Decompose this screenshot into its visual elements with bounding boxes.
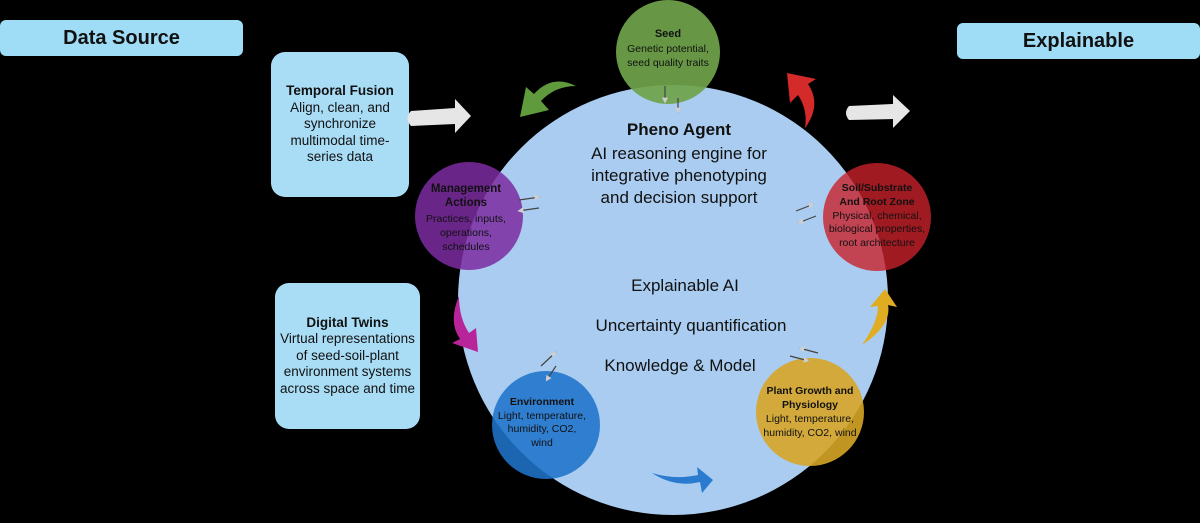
explainable-label: Explainable xyxy=(1022,29,1135,52)
environment-line: humidity, CO2, xyxy=(508,423,577,435)
capability-uncertainty: Uncertainty quantification xyxy=(596,316,787,335)
yellow-cycle-arrow-icon xyxy=(862,289,897,345)
red-cycle-arrow-icon xyxy=(787,73,816,128)
seed-line: Genetic potential, xyxy=(627,43,709,55)
environment-line: Light, temperature, xyxy=(498,410,586,422)
connector-arrow-icon xyxy=(798,346,819,354)
capability-knowledge-model: Knowledge & Model xyxy=(604,356,755,375)
plant-growth-node xyxy=(756,358,864,466)
soil-text: Soil/Substrate And Root Zone Physical, c… xyxy=(829,182,925,249)
soil-title: Soil/Substrate xyxy=(842,182,913,194)
management-title: Actions xyxy=(445,197,487,209)
pheno-agent-subtitle: integrative phenotyping xyxy=(591,166,767,185)
pheno-agent-subtitle: and decision support xyxy=(601,188,758,207)
digital-twins-line: Virtual representations xyxy=(280,331,415,347)
seed-line: seed quality traits xyxy=(627,57,709,69)
plant-growth-line: Light, temperature, xyxy=(766,413,854,425)
plant-growth-line: humidity, CO2, wind xyxy=(763,427,856,439)
soil-node xyxy=(823,163,931,271)
pheno-agent-subtitle: AI reasoning engine for xyxy=(591,144,767,163)
digital-twins-line: across space and time xyxy=(279,380,416,396)
digital-twins-title: Digital Twins xyxy=(306,314,389,330)
connector-arrow-icon xyxy=(789,355,810,363)
environment-line: wind xyxy=(530,437,553,449)
soil-line: root architecture xyxy=(839,237,915,249)
input-arrow-icon xyxy=(407,99,471,133)
temporal-fusion-line: series data xyxy=(306,149,374,165)
management-line: schedules xyxy=(442,241,489,253)
connector-arrow-icon xyxy=(545,365,557,382)
plant-growth-title: Plant Growth and xyxy=(767,385,854,397)
management-line: Practices, inputs, xyxy=(426,213,506,225)
management-node xyxy=(415,162,523,270)
temporal-fusion-line: Align, clean, and xyxy=(290,99,390,115)
seed-node xyxy=(616,0,720,104)
connector-arrow-icon xyxy=(540,351,557,367)
environment-node xyxy=(492,371,600,479)
soil-title: And Root Zone xyxy=(839,196,914,208)
capability-explainable-ai: Explainable AI xyxy=(631,276,739,295)
output-arrow-icon xyxy=(846,95,910,128)
connector-arrow-icon xyxy=(797,215,817,224)
management-text: Management Actions Practices, inputs, op… xyxy=(426,183,506,253)
digital-twins-line: environment systems xyxy=(283,364,412,380)
magenta-cycle-arrow-icon xyxy=(452,296,478,352)
management-line: operations, xyxy=(440,227,492,239)
environment-title: Environment xyxy=(510,396,575,408)
explainable-header: Explainable xyxy=(957,23,1200,59)
data-source-label: Data Source xyxy=(63,26,180,49)
management-title: Management xyxy=(431,183,501,195)
blue-cycle-arrow-icon xyxy=(652,467,713,493)
soil-line: Physical, chemical, xyxy=(832,210,921,222)
soil-line: biological properties, xyxy=(829,223,925,235)
center-text: Pheno Agent AI reasoning engine for inte… xyxy=(591,120,786,375)
seed-title: Seed xyxy=(655,28,681,40)
temporal-fusion-title: Temporal Fusion xyxy=(286,83,394,99)
digital-twins-card: Digital Twins Virtual representations of… xyxy=(275,283,420,429)
connector-arrow-icon xyxy=(795,203,815,212)
seed-text: Seed Genetic potential, seed quality tra… xyxy=(627,28,709,69)
connector-arrow-icon xyxy=(518,194,541,201)
green-cycle-arrow-icon xyxy=(520,81,576,117)
plant-growth-text: Plant Growth and Physiology Light, tempe… xyxy=(763,385,856,439)
data-source-header: Data Source xyxy=(0,20,243,56)
temporal-fusion-card: Temporal Fusion Align, clean, and synchr… xyxy=(271,52,409,197)
temporal-fusion-line: synchronize xyxy=(303,116,377,132)
digital-twins-line: of seed-soil-plant xyxy=(296,347,399,363)
environment-text: Environment Light, temperature, humidity… xyxy=(498,396,586,449)
plant-growth-title: Physiology xyxy=(782,399,838,411)
pheno-agent-title: Pheno Agent xyxy=(627,120,732,139)
connector-arrow-icon xyxy=(517,207,540,214)
temporal-fusion-line: multimodal time- xyxy=(290,132,390,148)
